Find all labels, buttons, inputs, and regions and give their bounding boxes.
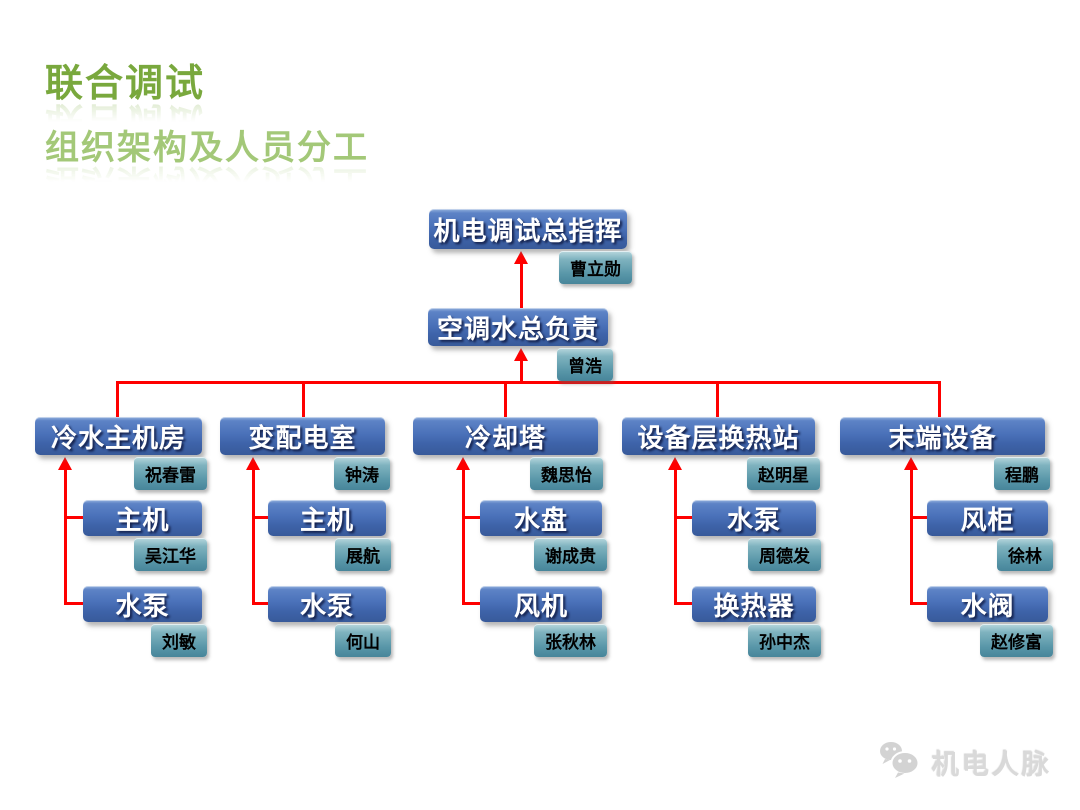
org-node-branch-2-child-1-label: 主机 bbox=[299, 504, 354, 535]
org-node-deputy-label: 空调水总负责 bbox=[436, 313, 599, 344]
org-node-root-person: 曹立勋 bbox=[559, 251, 632, 284]
connector-vline-branch-1 bbox=[64, 468, 67, 605]
org-node-branch-3-child-2-person: 张秋林 bbox=[534, 624, 607, 657]
org-node-branch-1-child-1-label: 主机 bbox=[115, 504, 170, 535]
connector-stub-branch-1-child-2 bbox=[64, 602, 83, 605]
org-node-branch-4-child-1: 水泵 周德发 bbox=[692, 500, 821, 571]
org-node-branch-4: 设备层换热站 赵明星 bbox=[622, 417, 820, 490]
org-node-branch-1-child-2: 水泵 刘敏 bbox=[83, 586, 207, 657]
org-node-branch-1-child-2-label: 水泵 bbox=[115, 590, 170, 621]
connector-drop-branch-5 bbox=[938, 384, 941, 417]
org-node-branch-3-child-1-person: 谢成贵 bbox=[534, 538, 607, 571]
org-node-branch-2-child-1: 主机 展航 bbox=[268, 500, 391, 571]
connector-stub-branch-3-child-1 bbox=[462, 516, 480, 519]
connector-trunk-hline bbox=[116, 381, 941, 384]
org-node-branch-5-child-1-label: 风柜 bbox=[960, 504, 1015, 535]
watermark-text: 机电人脉 bbox=[932, 750, 1052, 780]
connector-arrow-deputy bbox=[514, 348, 528, 361]
org-node-branch-4-child-1-person: 周德发 bbox=[748, 538, 821, 571]
org-node-branch-5-child-2: 水阀 赵修富 bbox=[927, 586, 1053, 657]
connector-stub-branch-2-child-2 bbox=[252, 602, 268, 605]
connector-stub-branch-4-child-1 bbox=[674, 516, 692, 519]
org-node-branch-5-child-2-person: 赵修富 bbox=[980, 624, 1053, 657]
org-node-branch-2-label: 变配电室 bbox=[248, 422, 357, 453]
org-node-deputy-person: 曾浩 bbox=[557, 348, 613, 381]
page-subtitle: 组织架构及人员分工 bbox=[45, 129, 369, 167]
org-node-branch-4-child-2-person: 孙中杰 bbox=[748, 624, 821, 657]
connector-vline-branch-4 bbox=[674, 468, 677, 605]
connector-stub-branch-5-child-2 bbox=[910, 602, 927, 605]
org-node-branch-3-child-1-label: 水盘 bbox=[513, 504, 568, 535]
org-node-branch-2-child-2-label: 水泵 bbox=[299, 590, 354, 621]
org-node-branch-3-child-2: 风机 张秋林 bbox=[480, 586, 607, 657]
org-node-branch-1-child-1: 主机 吴江华 bbox=[83, 500, 207, 571]
connector-drop-branch-1 bbox=[116, 384, 119, 417]
org-node-branch-5-child-1: 风柜 徐林 bbox=[927, 500, 1053, 571]
org-node-branch-5: 末端设备 程鹏 bbox=[840, 417, 1050, 490]
connector-stub-branch-5-child-1 bbox=[910, 516, 927, 519]
org-node-branch-4-person: 赵明星 bbox=[747, 457, 820, 490]
org-node-branch-2-child-2-person: 何山 bbox=[335, 624, 391, 657]
connector-stub-branch-2-child-1 bbox=[252, 516, 268, 519]
org-node-branch-5-person: 程鹏 bbox=[994, 457, 1050, 490]
org-node-branch-3-child-2-label: 风机 bbox=[513, 590, 568, 621]
org-node-branch-1-label: 冷水主机房 bbox=[50, 422, 186, 453]
connector-drop-branch-3 bbox=[504, 384, 507, 417]
page-title: 联合调试 bbox=[45, 63, 206, 105]
org-node-branch-1-person: 祝春雷 bbox=[134, 457, 207, 490]
org-node-branch-5-label: 末端设备 bbox=[888, 422, 997, 453]
connector-arrow-branch-2 bbox=[246, 457, 260, 470]
connector-drop-branch-2 bbox=[302, 384, 305, 417]
connector-line-deputy-trunk bbox=[520, 359, 523, 381]
connector-vline-branch-3 bbox=[462, 468, 465, 605]
connector-stub-branch-4-child-2 bbox=[674, 602, 692, 605]
org-node-deputy: 空调水总负责 曾浩 bbox=[428, 308, 613, 381]
connector-line-root-deputy bbox=[520, 262, 523, 308]
connector-arrow-branch-5 bbox=[904, 457, 918, 470]
wechat-icon bbox=[878, 740, 924, 785]
org-node-branch-2: 变配电室 钟涛 bbox=[220, 417, 390, 490]
org-node-root-label: 机电调试总指挥 bbox=[433, 215, 623, 246]
connector-arrow-branch-3 bbox=[456, 457, 470, 470]
org-node-branch-5-child-2-label: 水阀 bbox=[960, 590, 1015, 621]
org-node-branch-3-label: 冷却塔 bbox=[464, 422, 546, 453]
org-node-branch-4-child-2: 换热器 孙中杰 bbox=[692, 586, 821, 657]
connector-arrow-branch-4 bbox=[668, 457, 682, 470]
org-node-branch-1-child-1-person: 吴江华 bbox=[134, 538, 207, 571]
org-node-branch-5-child-1-person: 徐林 bbox=[997, 538, 1053, 571]
org-node-branch-4-child-2-label: 换热器 bbox=[713, 590, 795, 621]
connector-vline-branch-2 bbox=[252, 468, 255, 605]
org-node-branch-3-child-1: 水盘 谢成贵 bbox=[480, 500, 607, 571]
org-node-branch-2-child-2: 水泵 何山 bbox=[268, 586, 391, 657]
connector-stub-branch-1-child-1 bbox=[64, 516, 83, 519]
connector-vline-branch-5 bbox=[910, 468, 913, 605]
org-node-branch-4-child-1-label: 水泵 bbox=[726, 504, 781, 535]
org-node-branch-1-child-2-person: 刘敏 bbox=[151, 624, 207, 657]
org-node-branch-2-person: 钟涛 bbox=[334, 457, 390, 490]
org-node-branch-3: 冷却塔 魏思怡 bbox=[413, 417, 603, 490]
org-node-branch-3-person: 魏思怡 bbox=[530, 457, 603, 490]
org-node-branch-2-child-1-person: 展航 bbox=[335, 538, 391, 571]
connector-stub-branch-3-child-2 bbox=[462, 602, 480, 605]
watermark: 机电人脉 bbox=[878, 740, 1052, 785]
org-node-root: 机电调试总指挥 曹立勋 bbox=[429, 209, 632, 284]
org-node-branch-4-label: 设备层换热站 bbox=[637, 422, 800, 453]
connector-drop-branch-4 bbox=[716, 384, 719, 417]
connector-arrow-root bbox=[514, 251, 528, 264]
org-node-branch-1: 冷水主机房 祝春雷 bbox=[35, 417, 207, 490]
connector-arrow-branch-1 bbox=[58, 457, 72, 470]
